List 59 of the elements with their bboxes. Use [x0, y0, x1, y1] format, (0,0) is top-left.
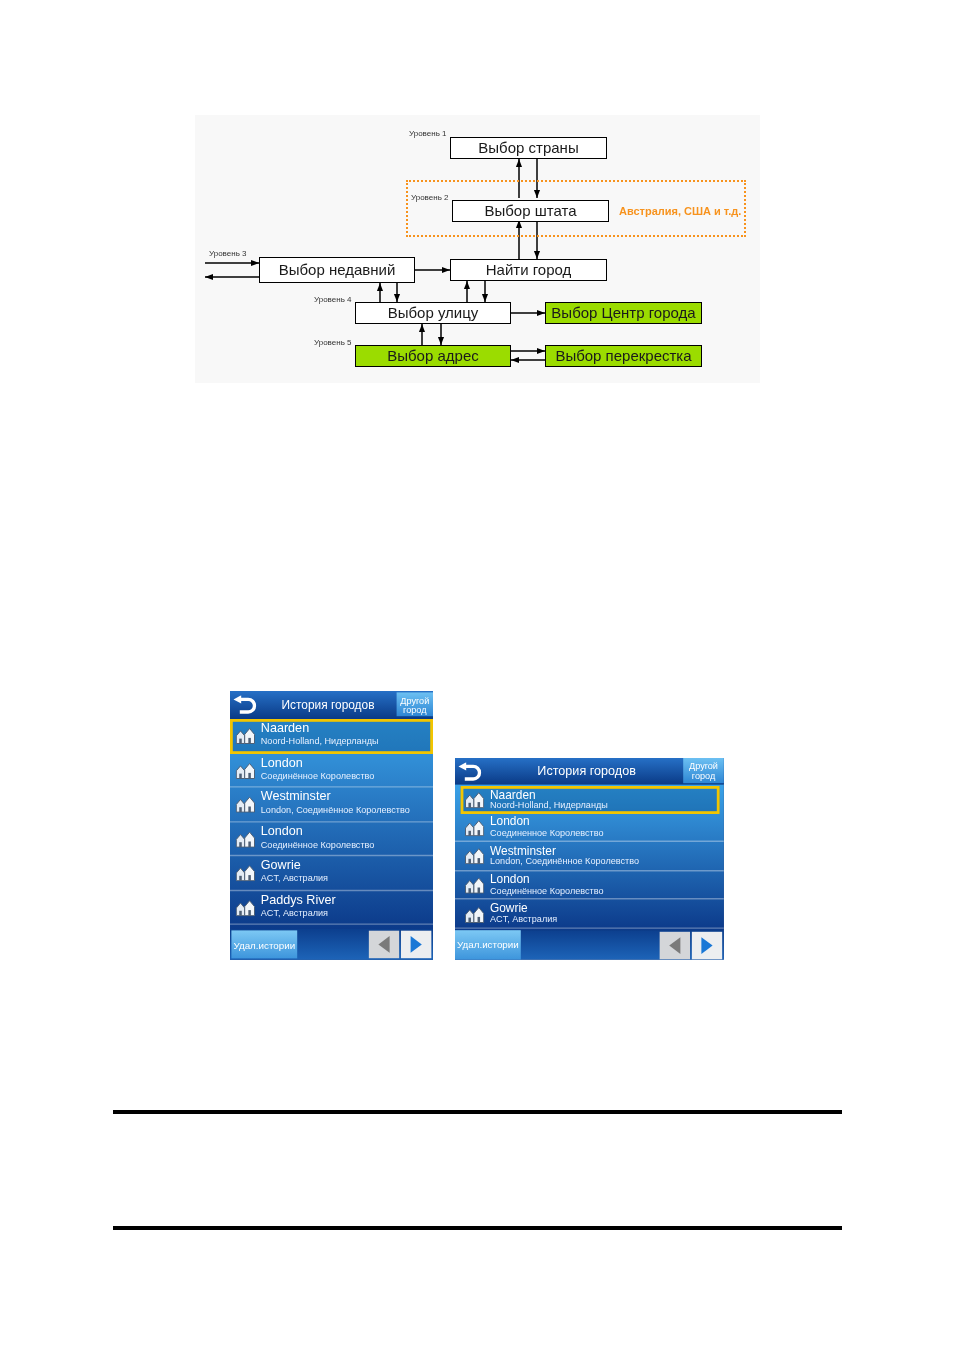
region-text: Соединённое Королевство: [260, 771, 375, 781]
other-city-button: Другой город: [683, 758, 724, 784]
result-box: Выбор адрес: [355, 345, 511, 367]
city-name: Gowrie: [490, 902, 528, 914]
city-name: London: [490, 873, 530, 886]
arrow: [533, 158, 541, 199]
region-text: Соединённое Королевство: [260, 840, 375, 850]
city-name: Gowrie: [260, 859, 301, 872]
delete-history-button: Удал.истории: [231, 930, 298, 959]
arrow: [510, 356, 546, 364]
level-label: Уровень 2: [411, 194, 449, 202]
city-name: Naarden: [490, 788, 536, 800]
region-text: ACT, Австралия: [260, 908, 328, 918]
group-note: Австралия, США и т.д.: [619, 205, 742, 218]
arrow: [393, 282, 401, 303]
region-text: Noord-Holland, Нидерланды: [490, 801, 608, 811]
screen-title: История городов: [281, 699, 375, 711]
region-text: Noord-Holland, Нидерланды: [260, 737, 379, 747]
region-text: London, Соединённое Королевство: [260, 805, 410, 815]
city-name: Westminster: [260, 790, 331, 803]
region-text: Соединённое Королевство: [490, 886, 604, 896]
arrow: [414, 266, 451, 274]
city-name: London: [260, 824, 303, 838]
process-box: Выбор страны: [450, 137, 607, 159]
arrow: [418, 323, 426, 346]
arrow: [437, 323, 445, 346]
process-box: Найти город: [450, 259, 607, 281]
process-box: Выбор недавний: [259, 257, 415, 283]
region-text: Соединенное Королевство: [490, 828, 604, 838]
arrow: [510, 309, 546, 317]
process-box: Выбор улицу: [355, 302, 511, 324]
city-name: Westminster: [490, 844, 556, 857]
level-label: Уровень 5: [314, 339, 352, 347]
arrow: [533, 219, 541, 260]
result-box: Выбор перекрестка: [545, 345, 702, 367]
arrow: [515, 219, 523, 260]
level-label: Уровень 4: [314, 296, 352, 304]
arrow: [204, 273, 260, 281]
city-name: Naarden: [260, 721, 310, 735]
screen-title: История городов: [537, 765, 636, 778]
delete-history-button: Удал.истории: [455, 930, 521, 960]
result-box: Выбор Центр города: [545, 302, 702, 324]
process-box: Выбор штата: [452, 200, 609, 222]
arrow: [515, 158, 523, 199]
city-name: London: [260, 756, 303, 769]
other-city-button: Другой город: [396, 692, 433, 717]
arrow: [463, 280, 471, 303]
arrow: [481, 280, 489, 303]
arrow: [204, 259, 260, 267]
city-name: Paddys River: [260, 893, 336, 906]
region-text: ACT, Австралия: [260, 874, 328, 884]
city-name: London: [490, 815, 530, 828]
region-text: London, Соединённое Королевство: [490, 857, 639, 867]
level-label: Уровень 3: [209, 250, 247, 258]
arrow: [376, 282, 384, 303]
region-text: ACT, Австралия: [490, 915, 558, 925]
arrow: [510, 347, 546, 355]
dotted-group-frame: [406, 180, 746, 237]
level-label: Уровень 1: [409, 130, 447, 138]
